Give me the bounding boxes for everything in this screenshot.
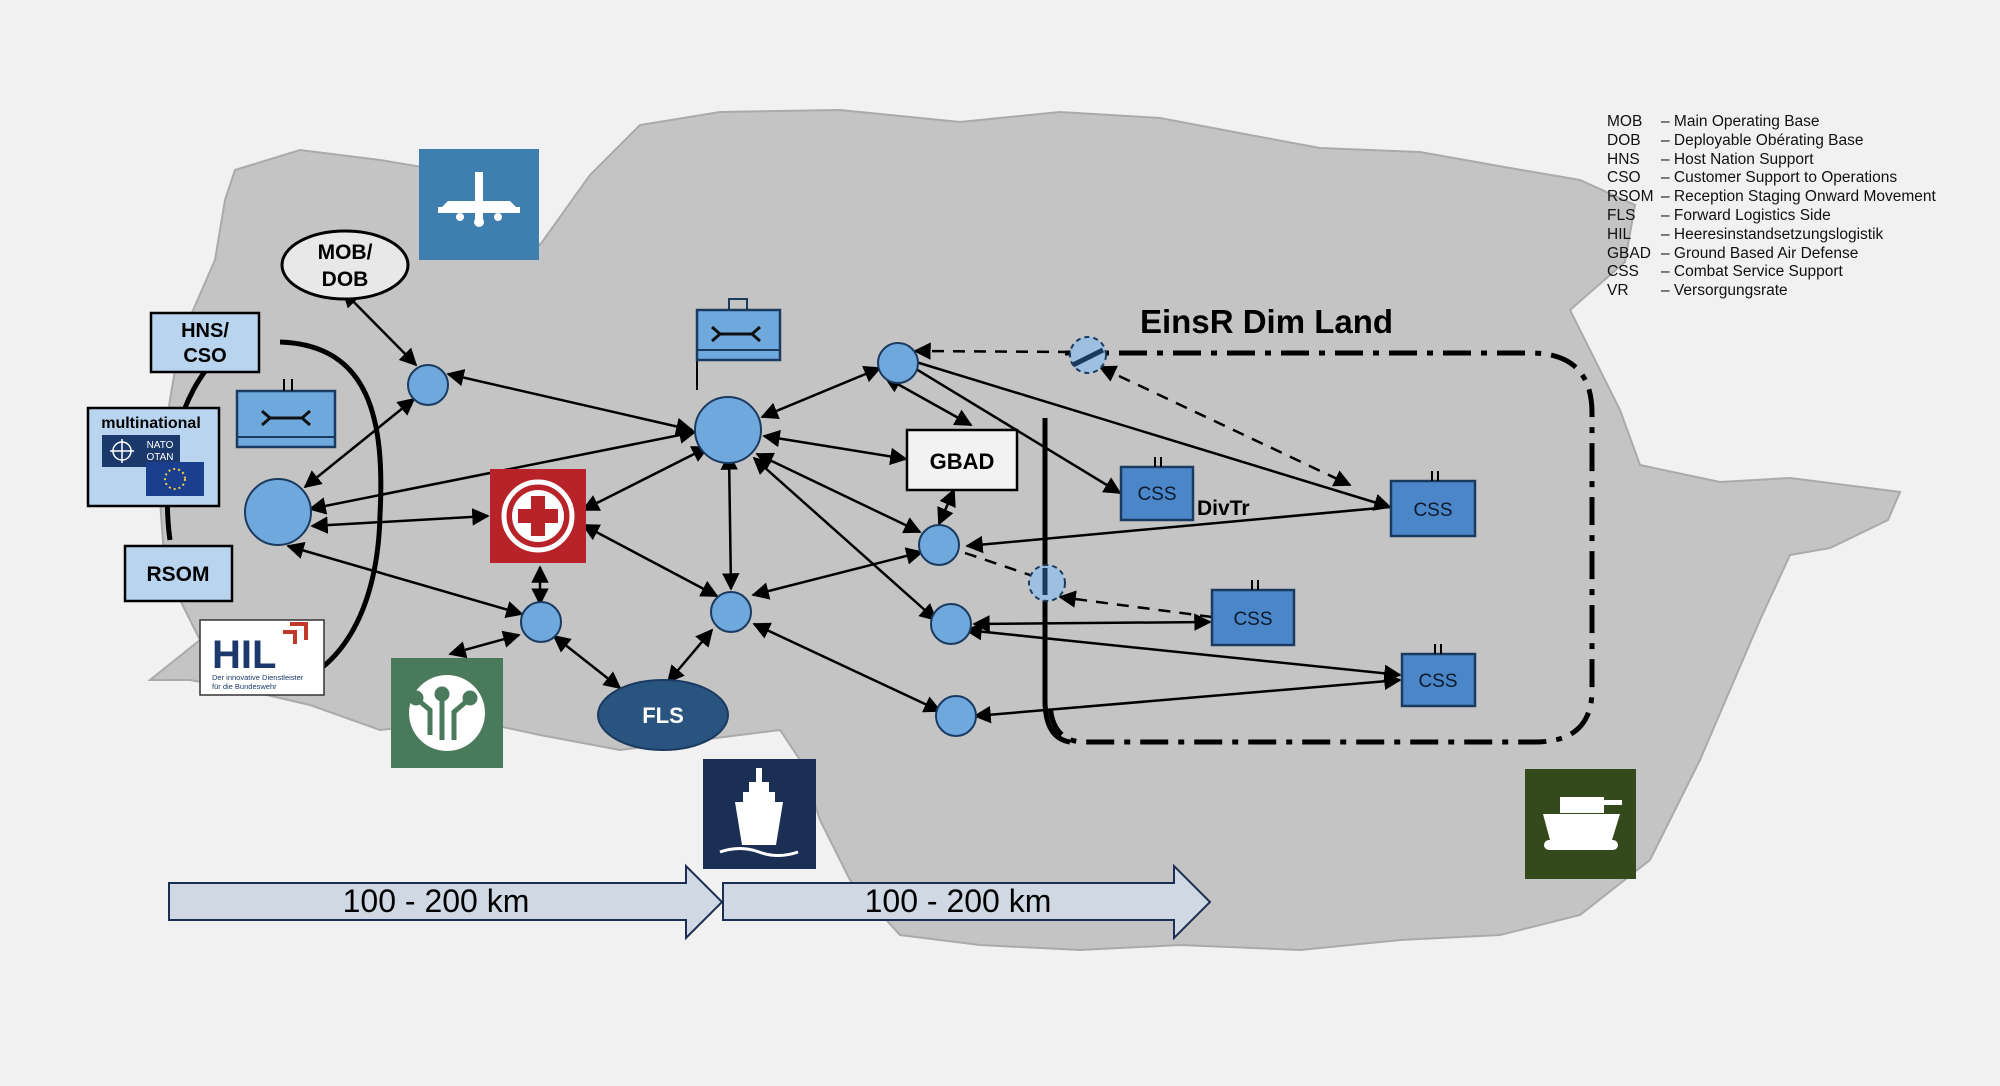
legend-definition: – Reception Staging Onward Movement	[1661, 188, 1936, 206]
node-gbad-lower[interactable]	[918, 524, 960, 566]
legend-row: HNS – Host Nation Support	[1607, 151, 1936, 170]
legend-row: GBAD – Ground Based Air Defense	[1607, 245, 1936, 264]
zone-title: EinsR Dim Land	[1140, 303, 1393, 340]
node-forward-top-bar	[1071, 347, 1105, 368]
legend-row: VR – Versorgungsrate	[1607, 282, 1936, 301]
dashed-connections	[913, 342, 1352, 619]
nodes	[244, 342, 977, 737]
otan-text: OTAN	[146, 452, 173, 463]
legend-row: HIL – Heeresinstandsetzungslogistik	[1607, 226, 1936, 245]
rsom-box[interactable]: RSOM	[123, 544, 234, 603]
cyber-tile[interactable]	[391, 658, 503, 768]
connections	[286, 289, 1402, 724]
legend-abbr: DOB	[1607, 131, 1641, 149]
nato-flag-icon: NATO OTAN	[102, 435, 180, 467]
maintenance-box-left[interactable]	[235, 379, 337, 449]
zone-solid-edge	[1042, 418, 1071, 745]
css-box-3[interactable]: CSS	[1210, 580, 1296, 647]
css-label-1: CSS	[1137, 484, 1176, 505]
node-mob-hub[interactable]	[407, 364, 449, 406]
hns-cso-box[interactable]: HNS/ CSO	[149, 311, 261, 374]
legend-abbr: FLS	[1607, 206, 1636, 224]
css-box-1[interactable]: CSS	[1119, 457, 1195, 522]
node-mid-center[interactable]	[710, 591, 752, 633]
legend-definition: – Customer Support to Operations	[1661, 169, 1898, 187]
legend-row: RSOM – Reception Staging Onward Movement	[1607, 188, 1936, 207]
cyber-circuit-icon	[408, 686, 478, 740]
distance-arrow-2: 100 - 200 km	[722, 863, 1212, 941]
legend-definition: – Heeresinstandsetzungslogistik	[1661, 225, 1884, 243]
mob-dob-label-2: DOB	[322, 268, 369, 291]
node-fls-hub[interactable]	[520, 601, 562, 643]
rsom-label: RSOM	[147, 563, 210, 586]
legend-definition: – Deployable Obérating Base	[1661, 131, 1864, 149]
eu-flag-icon	[146, 462, 204, 496]
fls-ellipse[interactable]: FLS	[597, 679, 729, 751]
gbad-box[interactable]: GBAD	[905, 428, 1019, 492]
multinational-box[interactable]: multinational NATO OTAN	[86, 406, 221, 508]
node-large-left[interactable]	[244, 478, 312, 546]
legend-definition: – Versorgungsrate	[1661, 282, 1788, 300]
css-box-2[interactable]: CSS	[1389, 471, 1477, 538]
legend-definition: – Ground Based Air Defense	[1661, 244, 1859, 262]
divtr-label: DivTr	[1197, 497, 1250, 520]
army-tile[interactable]	[1525, 769, 1636, 879]
legend-definition: – Main Operating Base	[1661, 113, 1820, 130]
hil-logo-text: HIL	[212, 633, 276, 677]
legend-row: CSS – Combat Service Support	[1607, 263, 1936, 282]
medical-cross-icon	[518, 496, 558, 536]
legend-abbr: VR	[1607, 282, 1629, 300]
hil-tagline-2: für die Bundeswehr	[212, 682, 277, 691]
legend-row: FLS – Forward Logistics Side	[1607, 207, 1936, 226]
node-central-hub[interactable]	[694, 396, 762, 464]
node-bottom-right[interactable]	[935, 695, 977, 737]
left-bracket	[269, 339, 384, 693]
einsr-zone-boundary	[1047, 350, 1595, 745]
legend-abbr: GBAD	[1607, 244, 1651, 262]
wrench-icon	[711, 325, 761, 343]
distance-arrow-1: 100 - 200 km	[168, 863, 724, 941]
hil-tagline-1: Der innovative Dienstleister	[212, 673, 304, 682]
legend-abbr: CSS	[1607, 263, 1639, 281]
hns-cso-label-1: HNS/	[181, 320, 229, 342]
fls-label: FLS	[642, 703, 684, 728]
navy-tile[interactable]	[703, 759, 816, 869]
hns-cso-label-2: CSO	[183, 345, 226, 367]
legend-row: CSO – Customer Support to Operations	[1607, 169, 1936, 188]
legend-definition: – Forward Logistics Side	[1661, 206, 1831, 224]
node-right-mid[interactable]	[930, 603, 972, 645]
gbad-label: GBAD	[930, 449, 995, 474]
css-box-4[interactable]: CSS	[1400, 644, 1477, 708]
tank-icon	[1543, 797, 1622, 850]
mob-dob-label-1: MOB/	[318, 241, 373, 264]
nato-text: NATO	[147, 440, 174, 451]
legend-abbr: HIL	[1607, 225, 1632, 243]
distance-label-1: 100 - 200 km	[343, 883, 530, 919]
css-label-4: CSS	[1418, 671, 1457, 692]
node-upper-right[interactable]	[877, 342, 919, 384]
warship-icon	[719, 768, 799, 857]
legend-definition: – Combat Service Support	[1661, 263, 1843, 281]
legend-abbr: CSO	[1607, 169, 1641, 187]
css-label-2: CSS	[1413, 500, 1452, 521]
legend-abbr: RSOM	[1607, 188, 1654, 206]
multinational-label: multinational	[101, 415, 201, 432]
legend-row: DOB – Deployable Obérating Base	[1607, 132, 1936, 151]
medical-tile[interactable]	[490, 469, 586, 563]
distance-label-2: 100 - 200 km	[865, 883, 1052, 919]
mob-dob-oval[interactable]: MOB/ DOB	[280, 229, 410, 301]
wrench-icon	[261, 409, 311, 427]
legend-definition: – Host Nation Support	[1661, 150, 1814, 168]
legend-abbr: MOB	[1607, 113, 1643, 130]
air-force-tile[interactable]	[419, 149, 539, 260]
css-label-3: CSS	[1233, 609, 1272, 630]
legend-abbr: HNS	[1607, 150, 1640, 168]
hil-logo: HIL Der innovative Dienstleister für die…	[199, 619, 325, 696]
aircraft-icon	[438, 172, 520, 227]
legend-row: MOB – Main Operating Base	[1607, 113, 1936, 132]
maintenance-box-center[interactable]	[695, 298, 782, 390]
